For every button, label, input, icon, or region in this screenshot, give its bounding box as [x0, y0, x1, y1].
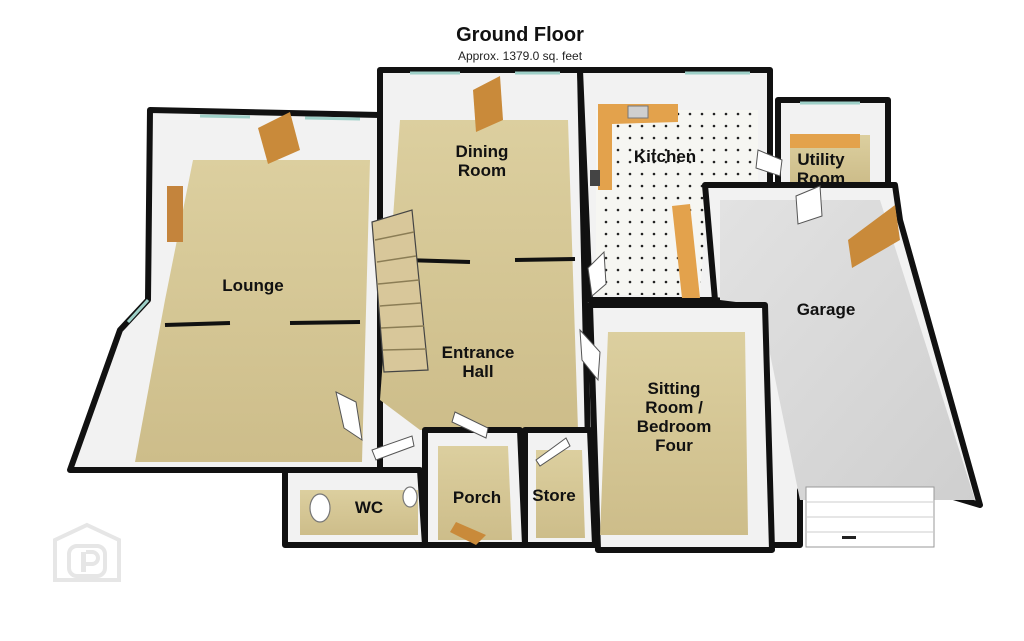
lounge-door-icon	[258, 112, 300, 164]
toilet-icon	[309, 493, 331, 523]
kitchen-worktop	[598, 104, 678, 190]
dining-door-icon	[473, 76, 503, 132]
utility-room	[775, 97, 891, 188]
internal-doors	[335, 149, 823, 467]
room-label-garage: Garage	[796, 300, 856, 319]
room-label-wc: WC	[354, 498, 384, 517]
room-label-sitting-room: Sitting Room / Bedroom Four	[636, 379, 712, 455]
staircase	[371, 209, 429, 373]
garage-side-door-icon	[848, 205, 900, 268]
room-label-utility: Utility Room	[796, 150, 846, 188]
room-label-lounge: Lounge	[222, 276, 284, 295]
windows	[126, 71, 860, 324]
room-label-kitchen: Kitchen	[633, 147, 697, 166]
room-label-store: Store	[532, 486, 576, 505]
front-door-icon	[450, 522, 486, 545]
hob-icon	[590, 170, 600, 186]
sink-icon	[627, 105, 649, 119]
garage-room	[702, 182, 983, 548]
plan-title: Ground Floor	[456, 24, 584, 46]
plan-area: Approx. 1379.0 sq. feet	[457, 49, 583, 63]
room-label-dining: Dining Room	[455, 142, 509, 180]
kitchen-room	[577, 67, 773, 303]
fireplace-icon	[167, 186, 183, 242]
room-label-porch: Porch	[452, 488, 502, 507]
porch-room	[422, 427, 528, 548]
kitchen-island	[672, 204, 700, 298]
basin-icon	[402, 486, 418, 508]
room-label-entrance-hall: Entrance Hall	[441, 343, 515, 381]
logo-icon	[53, 522, 121, 582]
sitting-room	[587, 302, 775, 553]
dining-hall-room	[377, 67, 593, 548]
